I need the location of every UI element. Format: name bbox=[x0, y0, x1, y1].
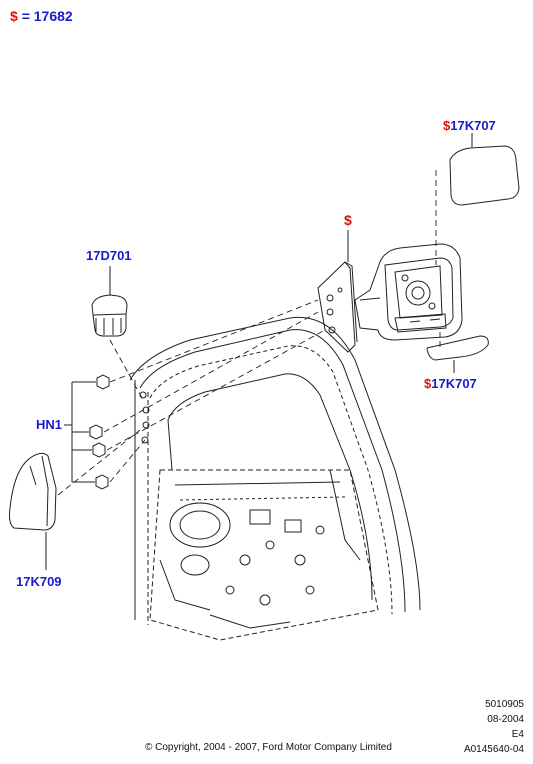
switch-part bbox=[91, 294, 128, 337]
callout-lamp-lens[interactable]: $17K707 bbox=[424, 376, 477, 391]
ref-line: A0145640-04 bbox=[463, 744, 524, 755]
ref-line: E4 bbox=[511, 729, 524, 740]
ref-line: 5010905 bbox=[485, 699, 524, 710]
callout-switch[interactable]: 17D701 bbox=[86, 248, 132, 263]
copyright-notice: © Copyright, 2004 - 2007, Ford Motor Com… bbox=[145, 742, 392, 753]
nuts-part bbox=[89, 374, 110, 490]
header-part-number: 17682 bbox=[33, 8, 73, 24]
mirror-head bbox=[354, 243, 463, 341]
callout-cover[interactable]: 17K709 bbox=[16, 574, 62, 589]
callout-lamp-lens-number: 17K707 bbox=[431, 376, 477, 391]
lamp-lens-part bbox=[426, 335, 489, 361]
cover-part bbox=[9, 452, 57, 531]
callout-mirror-glass[interactable]: $17K707 bbox=[443, 118, 496, 133]
mirror-base bbox=[317, 261, 358, 353]
diagram-reference-block: 5010905 08-2004 E4 A0145640-04 bbox=[464, 697, 524, 757]
header-equals: = bbox=[21, 8, 30, 24]
ref-line: 08-2004 bbox=[487, 714, 524, 725]
explosion-lines bbox=[57, 170, 441, 496]
header-part-reference: $ = 17682 bbox=[10, 8, 73, 24]
callout-lamp-lens-dollar: $ bbox=[424, 376, 432, 391]
mirror-glass-part bbox=[449, 145, 520, 206]
callout-mirror-glass-dollar: $ bbox=[443, 118, 451, 133]
callout-leaders bbox=[45, 133, 473, 570]
callout-mirror-glass-number: 17K707 bbox=[450, 118, 496, 133]
header-dollar: $ bbox=[10, 8, 18, 24]
door-frame bbox=[129, 316, 421, 641]
callout-nuts[interactable]: HN1 bbox=[36, 417, 63, 432]
callout-mirror-assembly-dollar[interactable]: $ bbox=[344, 212, 352, 228]
